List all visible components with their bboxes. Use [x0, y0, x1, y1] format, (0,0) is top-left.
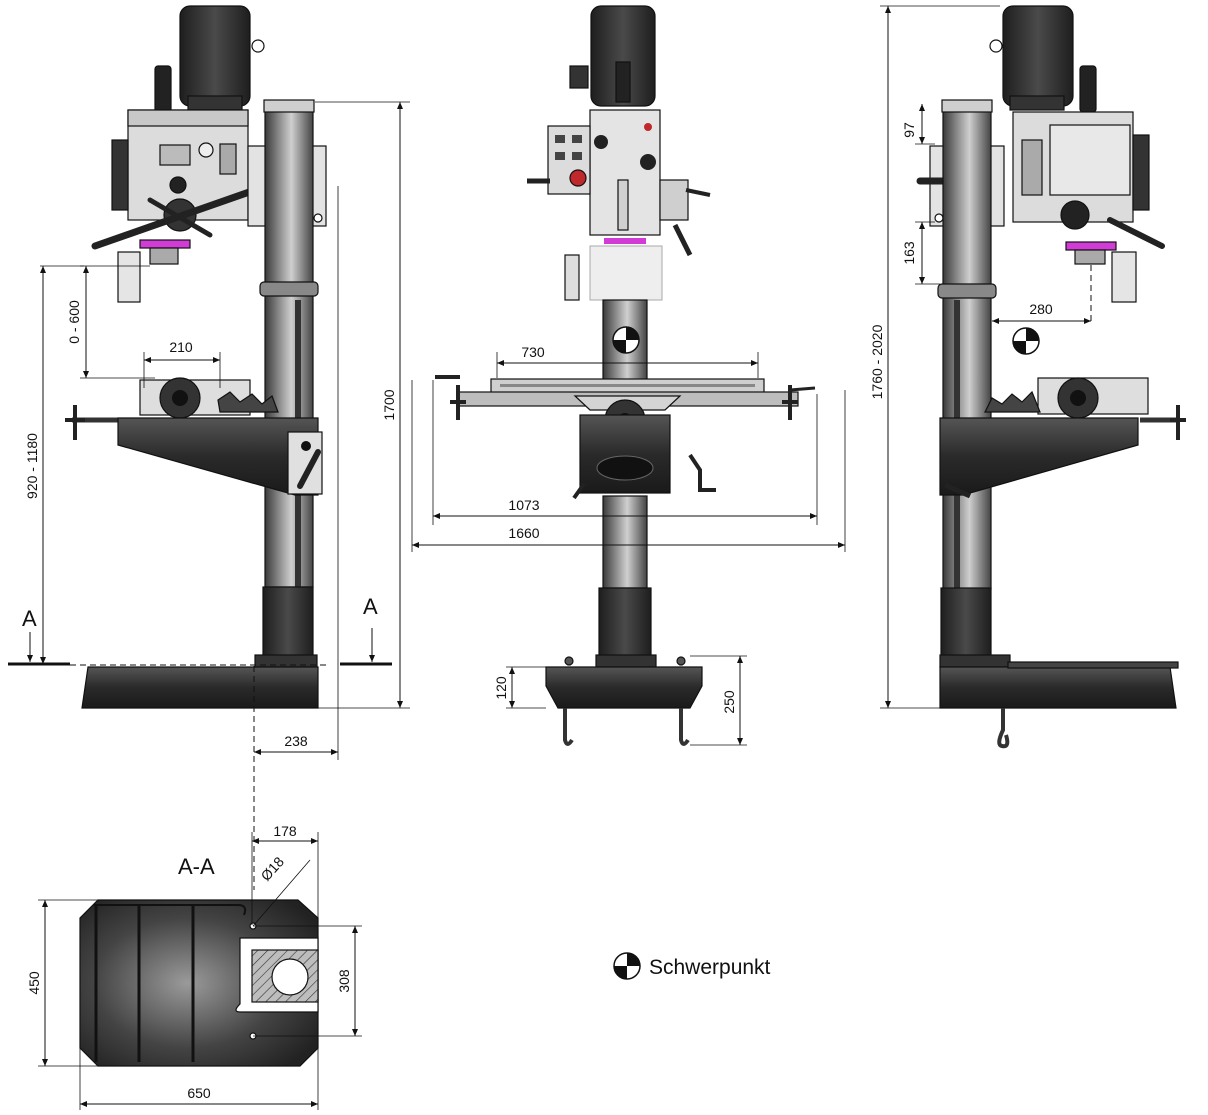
dim-table-length: 730 [521, 344, 545, 360]
dim-overall-width: 1660 [508, 525, 539, 541]
section-marker-left: A [22, 606, 37, 631]
dim-base-height: 120 [493, 676, 509, 700]
dimension-labels: 0 - 600 210 920 - 1180 1700 238 730 1073… [24, 122, 1053, 1101]
legend: Schwerpunkt [613, 952, 771, 980]
base [81, 666, 319, 709]
dim-head-a: 97 [901, 122, 917, 138]
section-view [79, 899, 319, 1067]
legend-center-of-gravity-icon [613, 952, 641, 980]
dim-hole-diameter: Ø18 [257, 853, 287, 884]
dim-spindle-to-table: 0 - 600 [66, 300, 82, 344]
front-view [435, 5, 816, 746]
dimension-lines [8, 5, 1092, 1110]
column [264, 101, 314, 588]
dim-head-b: 163 [901, 241, 917, 265]
motor [179, 5, 251, 107]
legend-label: Schwerpunkt [649, 956, 771, 979]
dim-table-travel: 1073 [508, 497, 539, 513]
dim-base-length: 650 [187, 1085, 211, 1101]
dim-column-height: 1700 [381, 389, 397, 420]
dim-column-to-spindle: 280 [1029, 301, 1053, 317]
dim-overall-height: 1760 - 2020 [869, 324, 885, 399]
motor-front [590, 5, 656, 107]
dim-slot-span: 308 [336, 969, 352, 993]
dim-base-depth: 450 [26, 971, 42, 995]
table-arm [117, 417, 319, 496]
column-right [942, 103, 992, 590]
motor-right [1002, 5, 1074, 107]
section-marker-right: A [363, 594, 378, 619]
dim-slot-offset: 178 [273, 823, 297, 839]
base-front [545, 666, 703, 709]
dim-spindle-to-base: 920 - 1180 [24, 433, 40, 499]
center-of-gravity-icon [612, 326, 640, 354]
knee-front [579, 414, 671, 494]
left-side-view [65, 5, 330, 709]
dim-spindle-offset: 238 [284, 733, 308, 749]
right-side-view [916, 5, 1186, 749]
dim-base-with-feet: 250 [721, 690, 737, 714]
spindle-collar [139, 239, 191, 249]
dim-table-width: 210 [169, 339, 193, 355]
section-title: A-A [178, 854, 215, 879]
center-of-gravity-icon-right [1012, 327, 1040, 355]
